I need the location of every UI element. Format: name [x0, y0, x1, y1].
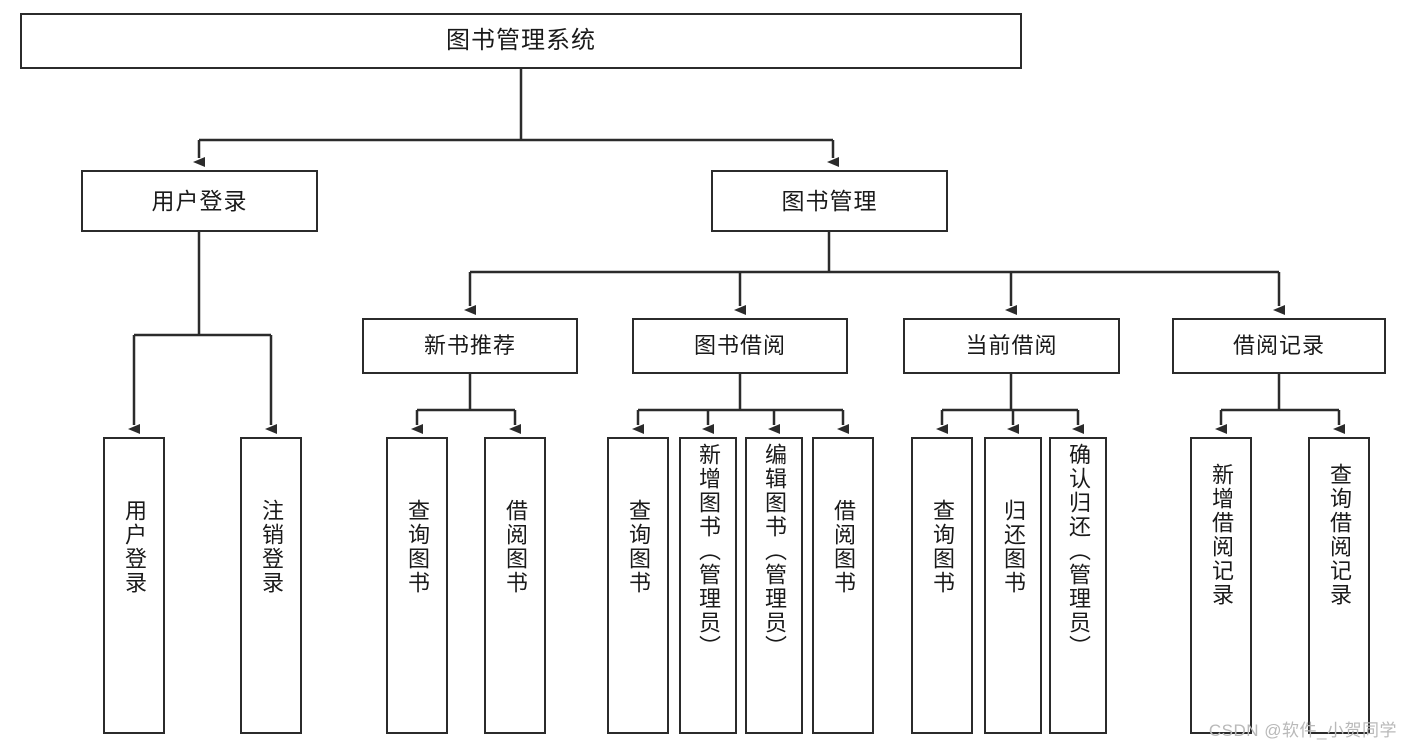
leaf-user-logout-label: 注销登录 [259, 499, 284, 595]
csdn-watermark: CSDN @软件_小贺同学 [1208, 721, 1397, 740]
node-book-borrow[interactable]: 图书借阅 [632, 318, 848, 374]
leaf-query-book-3-label: 查询图书 [930, 499, 955, 595]
leaf-query-book-3[interactable]: 查询图书 [911, 437, 973, 734]
node-root[interactable]: 图书管理系统 [20, 13, 1022, 69]
node-new-book-recommend[interactable]: 新书推荐 [362, 318, 578, 374]
leaf-return-book[interactable]: 归还图书 [984, 437, 1042, 734]
node-book-borrow-label: 图书借阅 [693, 333, 786, 358]
leaf-return-book-label: 归还图书 [1001, 499, 1026, 595]
node-borrow-record-label: 借阅记录 [1232, 333, 1325, 358]
node-current-borrow[interactable]: 当前借阅 [903, 318, 1120, 374]
node-user-login-label: 用户登录 [151, 187, 248, 214]
leaf-borrow-book-2[interactable]: 借阅图书 [812, 437, 874, 734]
leaf-user-login-label: 用户登录 [122, 499, 147, 595]
node-borrow-record[interactable]: 借阅记录 [1172, 318, 1386, 374]
leaf-user-logout[interactable]: 注销登录 [240, 437, 302, 734]
leaf-query-book-1-label: 查询图书 [405, 499, 430, 595]
node-root-label: 图书管理系统 [446, 27, 596, 54]
leaf-query-book-2-label: 查询图书 [626, 499, 651, 595]
leaf-query-book-2[interactable]: 查询图书 [607, 437, 669, 734]
node-book-manage-label: 图书管理 [781, 187, 878, 214]
leaf-borrow-book-1[interactable]: 借阅图书 [484, 437, 546, 734]
leaf-edit-book-label: 编辑图书（管理员） [762, 443, 787, 659]
leaf-add-record-label: 新增借阅记录 [1209, 463, 1234, 607]
leaf-edit-book[interactable]: 编辑图书（管理员） [745, 437, 803, 734]
leaf-query-book-1[interactable]: 查询图书 [386, 437, 448, 734]
leaf-confirm-return[interactable]: 确认归还（管理员） [1049, 437, 1107, 734]
leaf-query-record-label: 查询借阅记录 [1327, 463, 1352, 607]
leaf-borrow-book-1-label: 借阅图书 [503, 499, 528, 595]
node-book-manage[interactable]: 图书管理 [711, 170, 948, 232]
node-current-borrow-label: 当前借阅 [965, 333, 1058, 358]
node-new-book-recommend-label: 新书推荐 [423, 333, 516, 358]
leaf-query-record[interactable]: 查询借阅记录 [1308, 437, 1370, 734]
leaf-add-book[interactable]: 新增图书（管理员） [679, 437, 737, 734]
leaf-borrow-book-2-label: 借阅图书 [831, 499, 856, 595]
leaf-add-book-label: 新增图书（管理员） [696, 443, 721, 659]
leaf-add-record[interactable]: 新增借阅记录 [1190, 437, 1252, 734]
leaf-confirm-return-label: 确认归还（管理员） [1066, 443, 1091, 659]
node-user-login[interactable]: 用户登录 [81, 170, 318, 232]
leaf-user-login[interactable]: 用户登录 [103, 437, 165, 734]
